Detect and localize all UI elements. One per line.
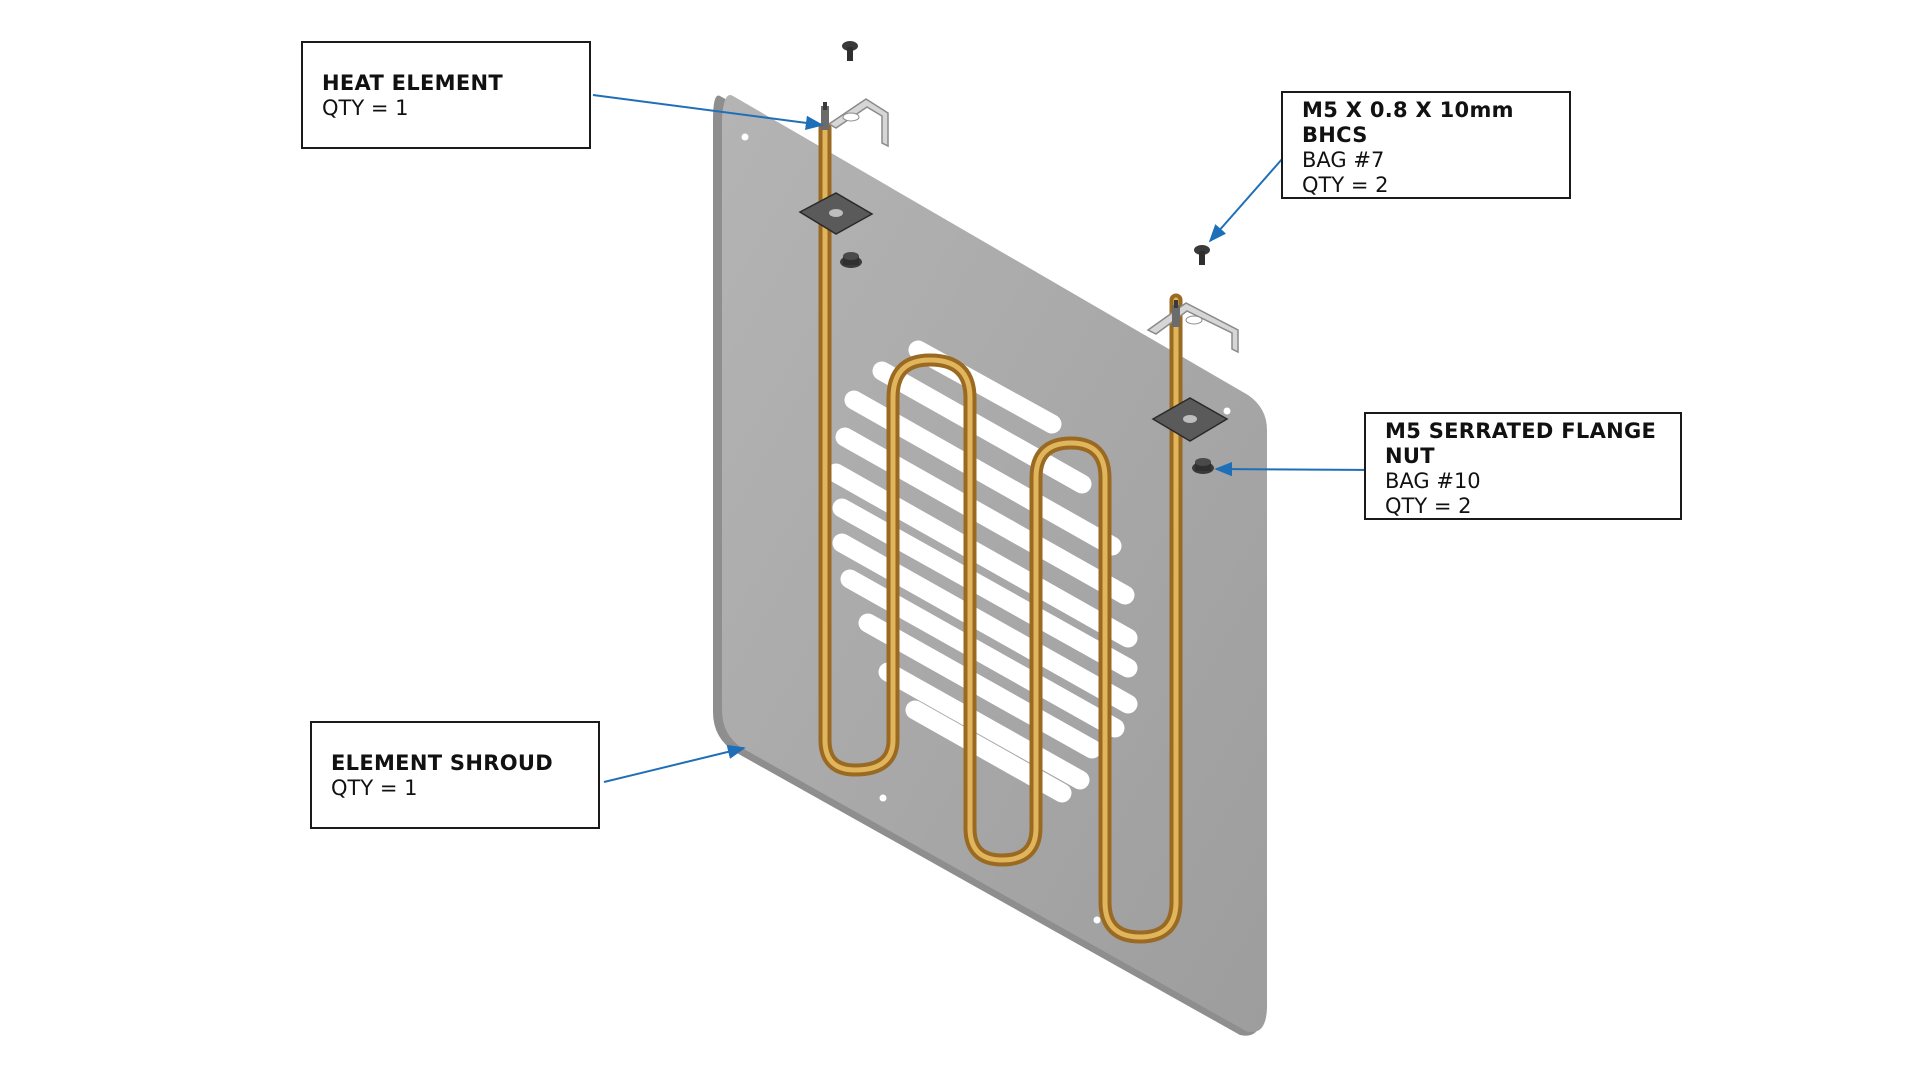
callout-bag: BAG #10	[1385, 469, 1481, 493]
bracket-left	[827, 98, 889, 148]
bracket-right	[1146, 302, 1239, 354]
leader-flange-nut	[1214, 461, 1378, 477]
heat-element	[818, 121, 1183, 944]
callout-title: HEAT ELEMENT	[322, 71, 503, 95]
callout-bag: BAG #7	[1302, 148, 1385, 172]
shroud-hole	[879, 794, 887, 802]
terminal-flange-left	[798, 192, 874, 235]
terminal-flange-right	[1151, 397, 1229, 442]
callout-title: ELEMENT SHROUD	[331, 751, 553, 775]
callout-element-shroud: ELEMENT SHROUD QTY = 1	[310, 721, 600, 829]
callout-qty: QTY = 1	[331, 776, 418, 800]
callout-flange-nut: M5 SERRATED FLANGE NUT BAG #10 QTY = 2	[1364, 412, 1682, 520]
bhcs-screw	[1194, 245, 1210, 265]
leader-heat-element	[592, 94, 824, 131]
leader-element-shroud	[603, 744, 746, 783]
callout-qty: QTY = 2	[1302, 173, 1389, 197]
callout-qty: QTY = 2	[1385, 494, 1472, 518]
callout-title: M5 X 0.8 X 10mm	[1302, 98, 1514, 122]
callout-qty: QTY = 1	[322, 96, 409, 120]
callout-title: BHCS	[1302, 123, 1368, 147]
shroud-hole	[1223, 407, 1231, 415]
bhcs-screw	[842, 41, 858, 61]
leader-lines	[592, 94, 1378, 783]
callout-bhcs: M5 X 0.8 X 10mm BHCS BAG #7 QTY = 2	[1281, 91, 1571, 199]
callout-title: M5 SERRATED FLANGE	[1385, 419, 1657, 443]
heat-element-highlight	[822, 125, 1179, 940]
terminal-pin-right	[1172, 300, 1180, 327]
callout-title: NUT	[1385, 444, 1435, 468]
leader-bhcs	[1208, 149, 1291, 243]
shroud-hole	[741, 133, 749, 141]
terminal-pin-left	[821, 102, 829, 130]
shroud-hole	[1093, 916, 1101, 924]
callout-heat-element: HEAT ELEMENT QTY = 1	[301, 41, 591, 149]
flange-nut	[1192, 458, 1214, 474]
flange-nut	[840, 252, 862, 268]
